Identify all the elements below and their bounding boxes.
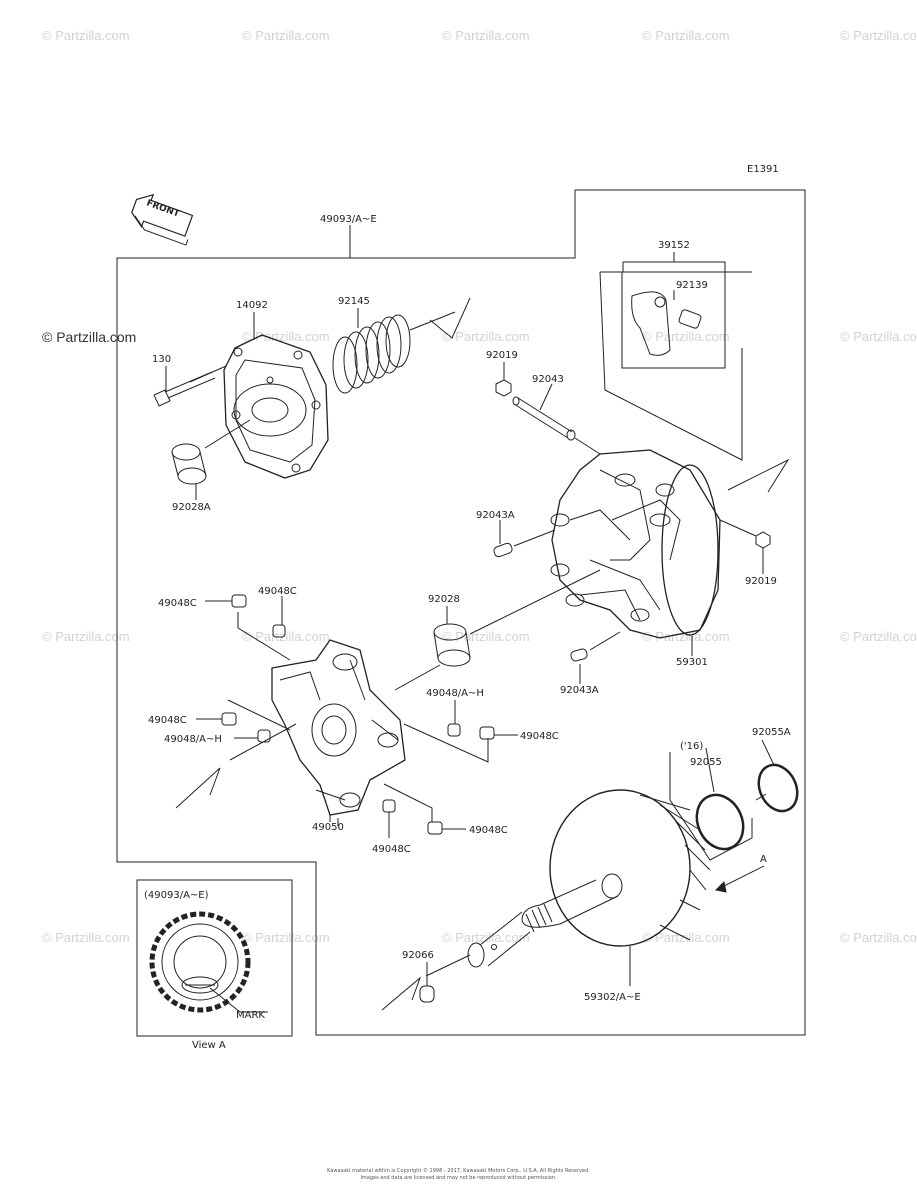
arrow-a-label: A: [760, 854, 767, 865]
year-note: ('16): [680, 741, 703, 752]
copyright-line-1: Kawasaki material within is Copyright © …: [327, 1168, 590, 1174]
watermark: © Partzilla.com: [242, 28, 330, 43]
roller-49048c-1: [231, 594, 247, 608]
roller-49048c-2: [272, 624, 286, 638]
cover-plate-14092: [223, 334, 329, 479]
assembly-boundary: [116, 189, 806, 1036]
roller-49048c-5: [382, 799, 396, 813]
label-49048ah-1: 49048/A~H: [426, 688, 484, 699]
label-49048c-5: 49048C: [372, 844, 411, 855]
label-92019-right: 92019: [745, 576, 777, 587]
label-92055: 92055: [690, 757, 722, 768]
front-arrow-icon: [131, 193, 194, 246]
pin-92043a-lower: [570, 648, 588, 662]
movable-sheave-59301: [550, 449, 721, 639]
watermark: © Partzilla.com: [642, 629, 730, 644]
label-59302: 59302/A~E: [584, 992, 641, 1003]
label-92043a-lower: 92043A: [560, 685, 599, 696]
view-a-inset: [136, 879, 293, 1037]
watermark: © Partzilla.com: [840, 329, 917, 344]
pin-92043a-upper: [493, 542, 513, 558]
label-92043: 92043: [532, 374, 564, 385]
label-49048c-2: 49048C: [258, 586, 297, 597]
label-49048c-4: 49048C: [520, 731, 559, 742]
roller-49048c-3: [221, 712, 237, 726]
fixed-sheave-59302: [467, 789, 711, 968]
watermark: © Partzilla.com: [642, 28, 730, 43]
watermark: © Partzilla.com: [242, 329, 330, 344]
watermark: © Partzilla.com: [42, 28, 130, 43]
label-49048c-6: 49048C: [469, 825, 508, 836]
copyright-line-2: Images and data are licensed and may not…: [360, 1175, 557, 1181]
watermark: © Partzilla.com: [442, 930, 530, 945]
roller-49048c-6: [427, 821, 443, 835]
label-92028a: 92028A: [172, 502, 211, 513]
pin-92043: [512, 396, 576, 441]
nut-92019-right: [755, 531, 771, 549]
label-92028: 92028: [428, 594, 460, 605]
label-92139: 92139: [676, 280, 708, 291]
mark-label: MARK: [236, 1010, 265, 1021]
roller-49048ah-2: [447, 723, 461, 737]
label-14092: 14092: [236, 300, 268, 311]
view-a-arrow-icon: [714, 865, 765, 893]
bushing-92028: [433, 623, 471, 667]
label-92043a-upper: 92043A: [476, 510, 515, 521]
front-label: FRONT: [145, 198, 182, 219]
bolt-130: [153, 371, 216, 407]
slider-shoe-part: [631, 291, 671, 356]
o-ring-92055: [695, 793, 745, 851]
label-92019-top: 92019: [486, 350, 518, 361]
label-49050: 49050: [312, 822, 344, 833]
watermark: © Partzilla.com: [840, 28, 917, 43]
part-39152-bracket: [622, 261, 726, 272]
watermark: © Partzilla.com: [42, 629, 130, 644]
label-92055a: 92055A: [752, 727, 791, 738]
view-a-caption: View A: [192, 1040, 226, 1051]
nut-92019-top: [495, 379, 512, 397]
label-92066: 92066: [402, 950, 434, 961]
watermark: © Partzilla.com: [840, 930, 917, 945]
label-92145: 92145: [338, 296, 370, 307]
watermark: © Partzilla.com: [242, 930, 330, 945]
label-49048ah-2: 49048/A~H: [164, 734, 222, 745]
watermark: © Partzilla.com: [42, 329, 137, 345]
watermark: © Partzilla.com: [642, 329, 730, 344]
label-49048c-3: 49048C: [148, 715, 187, 726]
spring-92145: [332, 314, 411, 394]
pin-92139-part: [678, 309, 702, 329]
spider-49050: [271, 639, 406, 816]
watermark: © Partzilla.com: [442, 629, 530, 644]
watermark: © Partzilla.com: [442, 329, 530, 344]
label-49093: 49093/A~E: [320, 214, 377, 225]
watermark: © Partzilla.com: [242, 629, 330, 644]
gear-view-a: [149, 911, 251, 1013]
label-130: 130: [152, 354, 171, 365]
roller-49048ah-1: [257, 729, 271, 743]
view-a-title: (49093/A~E): [144, 890, 209, 901]
roller-49048c-4: [479, 726, 495, 740]
label-59301: 59301: [676, 657, 708, 668]
label-49048c-1: 49048C: [158, 598, 197, 609]
watermark: © Partzilla.com: [840, 629, 917, 644]
diagram-code: E1391: [747, 164, 779, 175]
bushing-92028a: [171, 443, 207, 485]
watermark: © Partzilla.com: [42, 930, 130, 945]
watermark: © Partzilla.com: [442, 28, 530, 43]
label-39152: 39152: [658, 240, 690, 251]
cap-92066: [419, 985, 435, 1003]
o-ring-92055a: [757, 763, 799, 813]
